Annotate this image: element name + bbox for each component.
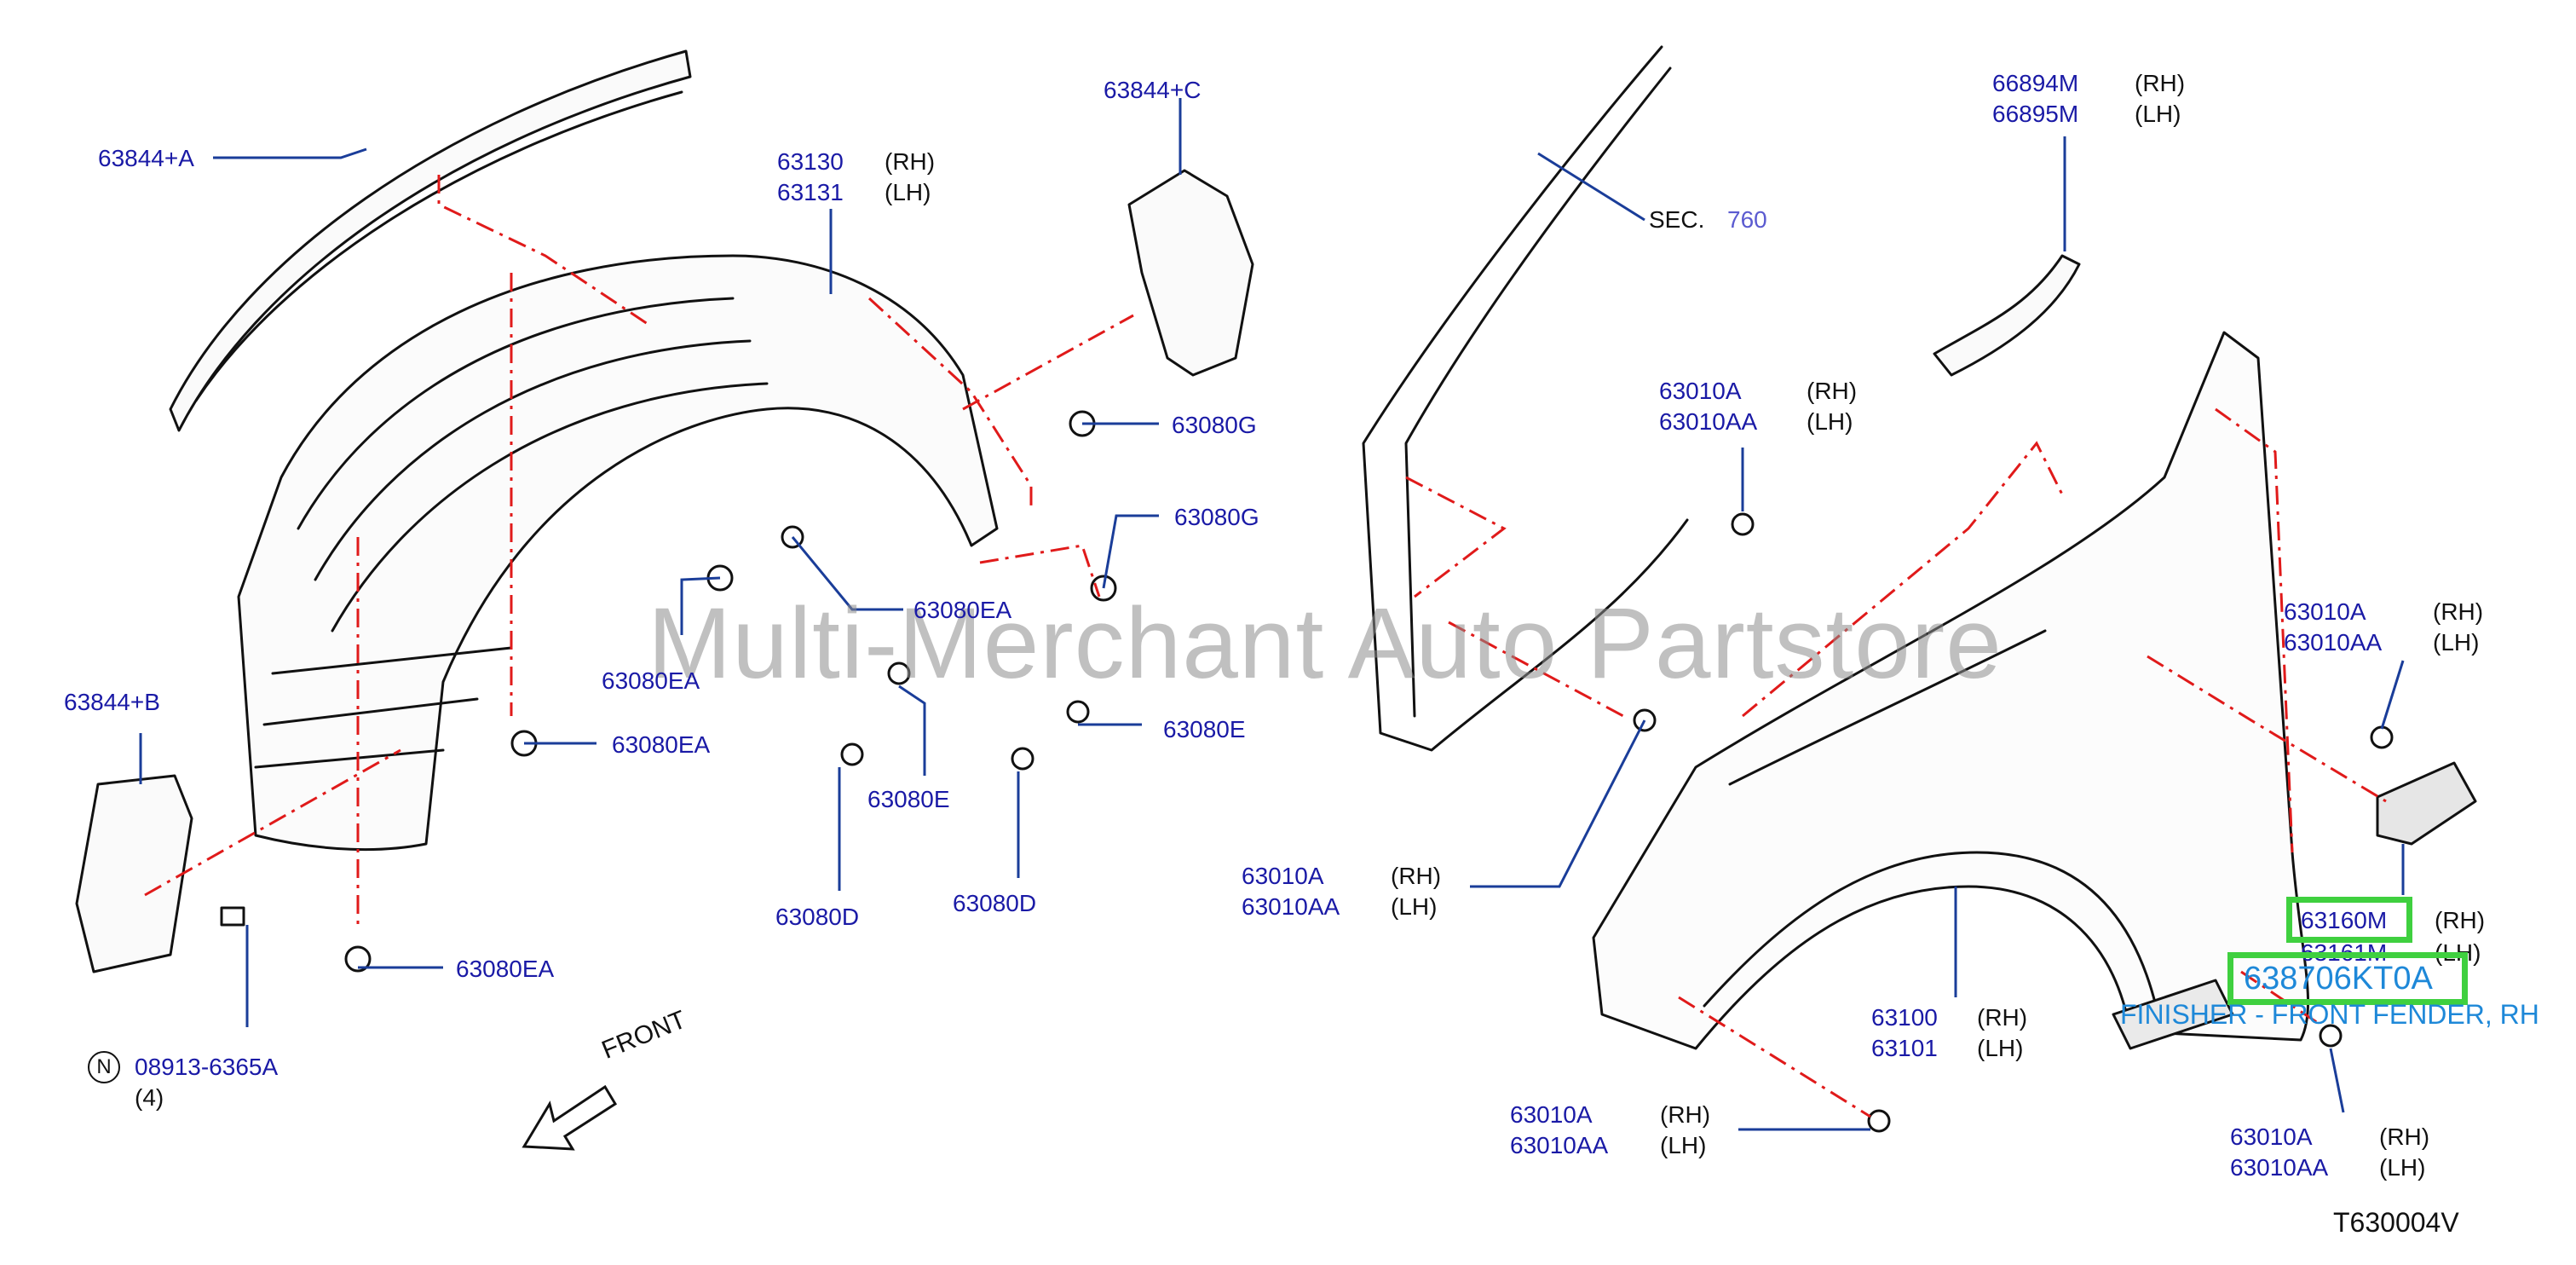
highlight-box-63160M <box>2286 897 2412 943</box>
callout-63080G-1[interactable]: 63080G <box>1172 412 1257 438</box>
callout-63130[interactable]: 63130 <box>777 148 844 175</box>
part-63160M-shape <box>2376 761 2477 846</box>
lh-tag: (LH) <box>2135 101 2181 127</box>
rh-tag: (RH) <box>2435 907 2486 933</box>
callout-63080E-2[interactable]: 63080E <box>867 786 950 812</box>
callout-66895M[interactable]: 66895M <box>1992 101 2079 127</box>
callout-63010A-3[interactable]: 63010A <box>1242 863 1324 889</box>
callout-63010AA-4[interactable]: 63010AA <box>1510 1132 1609 1158</box>
lh-tag: (LH) <box>885 179 931 205</box>
callout-63080EA-2[interactable]: 63080EA <box>602 667 700 694</box>
callout-63844B[interactable]: 63844+B <box>64 689 160 715</box>
highlight-box-selected-part <box>2227 952 2468 1005</box>
lh-tag: (LH) <box>1807 408 1853 435</box>
diagram-code: T630004V <box>2333 1207 2459 1238</box>
front-arrow-icon <box>522 1084 618 1151</box>
callout-63010AA-3[interactable]: 63010AA <box>1242 893 1340 920</box>
rh-tag: (RH) <box>2433 598 2484 625</box>
selected-part-number[interactable]: 638706KT0A <box>2244 961 2433 996</box>
callout-63080E-1[interactable]: 63080E <box>1163 716 1246 742</box>
selected-part-description: FINISHER - FRONT FENDER, RH <box>2120 999 2539 1030</box>
callout-63101[interactable]: 63101 <box>1871 1035 1938 1061</box>
callout-63010A-2[interactable]: 63010A <box>2284 598 2366 625</box>
callout-63010AA-1[interactable]: 63010AA <box>1659 408 1758 435</box>
callout-63010AA-2[interactable]: 63010AA <box>2284 629 2383 656</box>
rh-tag: (RH) <box>885 148 936 175</box>
callout-08913-6365A[interactable]: 08913-6365A <box>135 1054 279 1080</box>
callout-63080G-2[interactable]: 63080G <box>1174 504 1259 530</box>
callout-63844A[interactable]: 63844+A <box>98 145 194 171</box>
callout-63080EA-4[interactable]: 63080EA <box>456 956 555 982</box>
callout-63100[interactable]: 63100 <box>1871 1004 1938 1031</box>
callout-63080D-1[interactable]: 63080D <box>775 904 860 930</box>
rh-tag: (RH) <box>1977 1004 2028 1031</box>
rh-tag: (RH) <box>2135 70 2186 96</box>
callout-63080EA-3[interactable]: 63080EA <box>612 731 711 758</box>
callout-66894M[interactable]: 66894M <box>1992 70 2079 96</box>
sec-760-link[interactable]: 760 <box>1727 206 1767 233</box>
rh-tag: (RH) <box>1391 863 1442 889</box>
callout-63010AA-5[interactable]: 63010AA <box>2230 1154 2329 1181</box>
watermark-text: Multi-Merchant Auto Partstore <box>648 587 2003 700</box>
part-63100-fender-shape <box>1592 331 2310 1050</box>
callout-63010A-5[interactable]: 63010A <box>2230 1123 2313 1150</box>
part-63844A-shape <box>169 49 692 432</box>
part-63844C-shape <box>1127 169 1254 377</box>
part-body-pillar-shape <box>1362 45 1689 752</box>
lh-tag: (LH) <box>2433 629 2480 656</box>
callout-63080D-2[interactable]: 63080D <box>953 890 1037 916</box>
lh-tag: (LH) <box>2379 1154 2426 1181</box>
callout-63844C[interactable]: 63844+C <box>1104 77 1202 103</box>
lh-tag: (LH) <box>1660 1132 1707 1158</box>
part-66894M-shape <box>1933 254 2081 377</box>
callout-63160M[interactable]: 63160M <box>2301 907 2388 933</box>
callout-63010A-4[interactable]: 63010A <box>1510 1101 1593 1128</box>
lh-tag: (LH) <box>1977 1035 2024 1061</box>
part-63130-liner-shape <box>237 254 999 852</box>
lh-tag: (LH) <box>1391 893 1438 920</box>
callout-63010A-1[interactable]: 63010A <box>1659 378 1742 404</box>
rh-tag: (RH) <box>1807 378 1858 404</box>
callout-63131[interactable]: 63131 <box>777 179 844 205</box>
sec-prefix: SEC. <box>1649 206 1705 233</box>
quantity-label: (4) <box>135 1084 164 1111</box>
nut-symbol-icon: N <box>88 1051 120 1083</box>
rh-tag: (RH) <box>2379 1123 2430 1150</box>
rh-tag: (RH) <box>1660 1101 1711 1128</box>
part-63844B-shape <box>75 774 193 973</box>
callout-63080EA-1[interactable]: 63080EA <box>913 597 1012 623</box>
part-638706KT0A-shape <box>2112 979 2234 1050</box>
